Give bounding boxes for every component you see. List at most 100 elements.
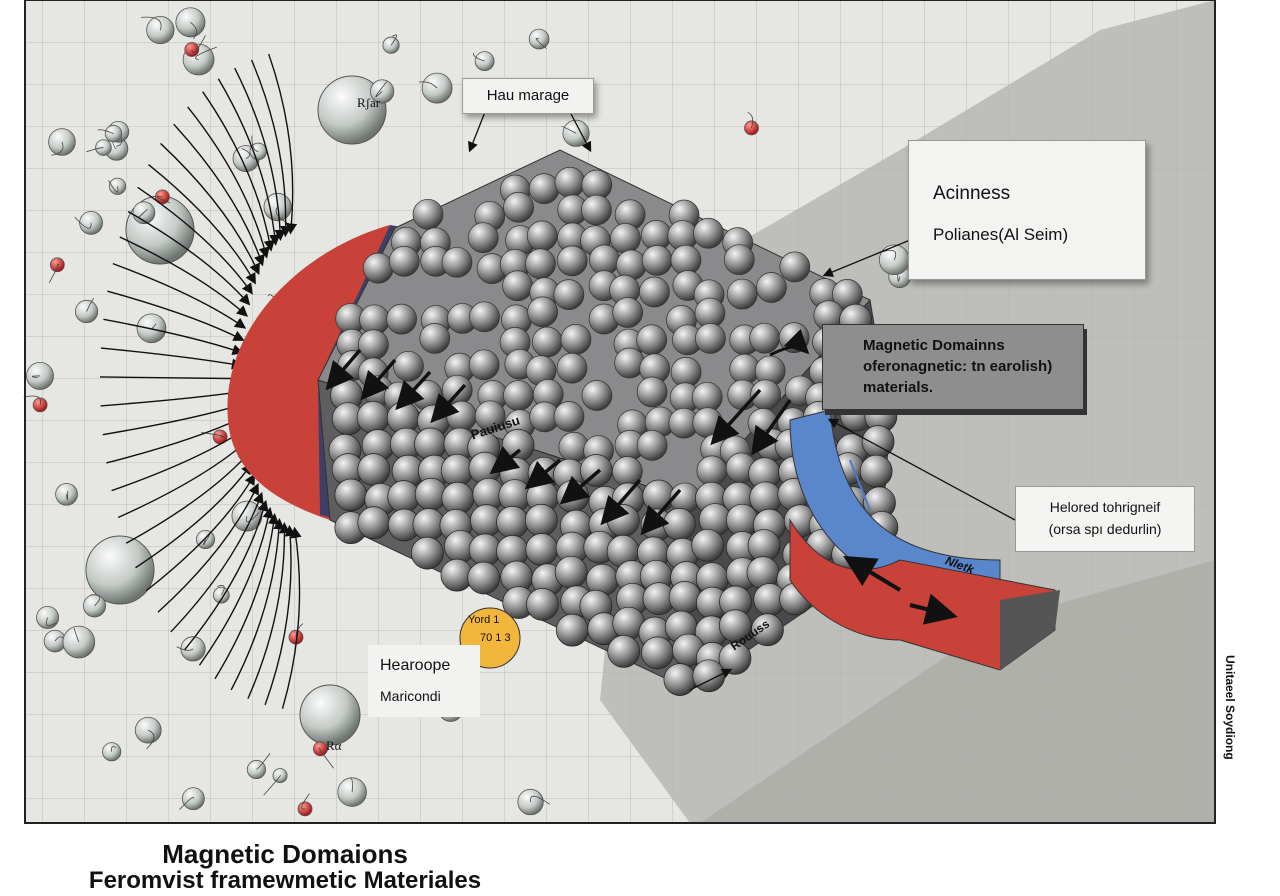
particle-tail <box>530 795 550 805</box>
particle <box>370 79 395 104</box>
field-line <box>184 499 269 651</box>
loose-particles <box>23 7 912 817</box>
block-particle <box>526 588 559 621</box>
field-line <box>214 513 280 680</box>
particle-tail <box>390 34 398 46</box>
block-particle <box>356 401 390 434</box>
field-line <box>119 236 249 317</box>
particle-tail <box>51 141 64 156</box>
block-particle <box>467 561 501 595</box>
magnetization-arrow <box>325 348 362 391</box>
acinness-subtitle: Polianes(Al Seim) <box>933 225 1069 244</box>
particle-tail <box>86 298 94 312</box>
block-particle <box>756 272 787 303</box>
block-particle <box>469 301 500 333</box>
field-line <box>135 463 253 569</box>
particle-tail <box>74 216 92 229</box>
block-particle <box>362 252 394 284</box>
block-particle <box>668 580 702 614</box>
field-line <box>160 142 260 276</box>
helored-line2: (orsa spı dedurlin) <box>1048 521 1162 537</box>
particle <box>146 15 175 45</box>
particle-tail <box>86 147 104 153</box>
block-particle <box>751 613 784 647</box>
particle-tail <box>202 535 210 546</box>
particle-tail <box>217 585 225 596</box>
block-particle <box>581 194 612 226</box>
block-particle <box>334 478 368 512</box>
particle-tail <box>256 753 271 770</box>
block-particle <box>503 380 534 411</box>
domain-box: Magnetic Domainns oferonagnetic: tn earo… <box>822 324 1084 410</box>
red-pole <box>227 225 390 520</box>
particle-tail <box>350 777 353 793</box>
field-line <box>100 372 243 385</box>
particle-tail <box>897 274 901 282</box>
block-particle <box>414 427 447 461</box>
block-particle <box>726 278 758 310</box>
particle-tail <box>375 81 388 98</box>
field-line <box>173 123 265 267</box>
block-particle <box>555 613 589 647</box>
particle-tail <box>90 594 101 607</box>
magnetization-arrow <box>559 468 602 505</box>
block-particle <box>525 248 556 280</box>
block-particle <box>441 246 473 278</box>
block-particle <box>636 430 668 461</box>
block-particle <box>393 350 424 382</box>
block-particle <box>663 507 696 541</box>
field-line <box>157 483 259 613</box>
block-particle <box>636 324 668 356</box>
block-particle <box>467 222 499 254</box>
particle-tail <box>191 35 206 53</box>
magnetization-arrow <box>395 370 432 411</box>
particle-tail <box>146 729 155 750</box>
block-particle <box>749 322 780 354</box>
field-line <box>125 452 250 544</box>
particle-tail <box>535 38 547 49</box>
particle <box>272 768 288 784</box>
particle-tail <box>111 746 117 752</box>
field-line <box>250 59 292 238</box>
block-particle <box>496 505 529 539</box>
big-ball-top-label: Rʃar <box>357 95 381 110</box>
side-caption: Unitaeel Soydiong <box>1223 655 1237 760</box>
field-lines <box>100 53 302 709</box>
field-line <box>145 473 256 592</box>
particle-tail <box>45 617 57 627</box>
field-line <box>234 67 286 242</box>
field-line <box>217 78 281 246</box>
block-particle <box>641 636 674 670</box>
particle <box>48 128 76 156</box>
block-particle <box>553 401 585 432</box>
acinness-title: Acinness <box>933 183 1011 204</box>
large-particle <box>299 684 361 746</box>
particle-tail <box>66 491 69 501</box>
leader-lines <box>468 111 1016 691</box>
block-particle <box>527 296 558 328</box>
magnet-arrow-right <box>909 593 958 625</box>
block-particle <box>556 352 588 384</box>
particle-tail <box>241 148 251 159</box>
particle-tail <box>156 195 170 204</box>
block-particle <box>746 556 780 589</box>
magnetization-arrow <box>710 388 762 446</box>
magnet-arrow-left <box>843 555 902 592</box>
block-particle <box>441 374 473 406</box>
block-particle <box>554 166 586 198</box>
domain-box-line2: oferonagnetic: tn earolish) <box>863 358 1053 375</box>
block-particle <box>718 609 752 643</box>
block-particle <box>554 555 588 589</box>
block-particle <box>357 453 391 486</box>
block-particle <box>531 326 563 358</box>
block-particle <box>419 323 451 354</box>
particle-tail <box>141 16 162 31</box>
field-line <box>148 163 256 285</box>
hearoope-title: Hearoope <box>380 657 451 674</box>
particle-tail <box>747 111 754 129</box>
particle-tail <box>245 512 260 523</box>
block-particle <box>639 276 670 308</box>
block-particle <box>553 279 585 310</box>
block-particle <box>749 481 783 515</box>
field-line <box>112 262 247 329</box>
